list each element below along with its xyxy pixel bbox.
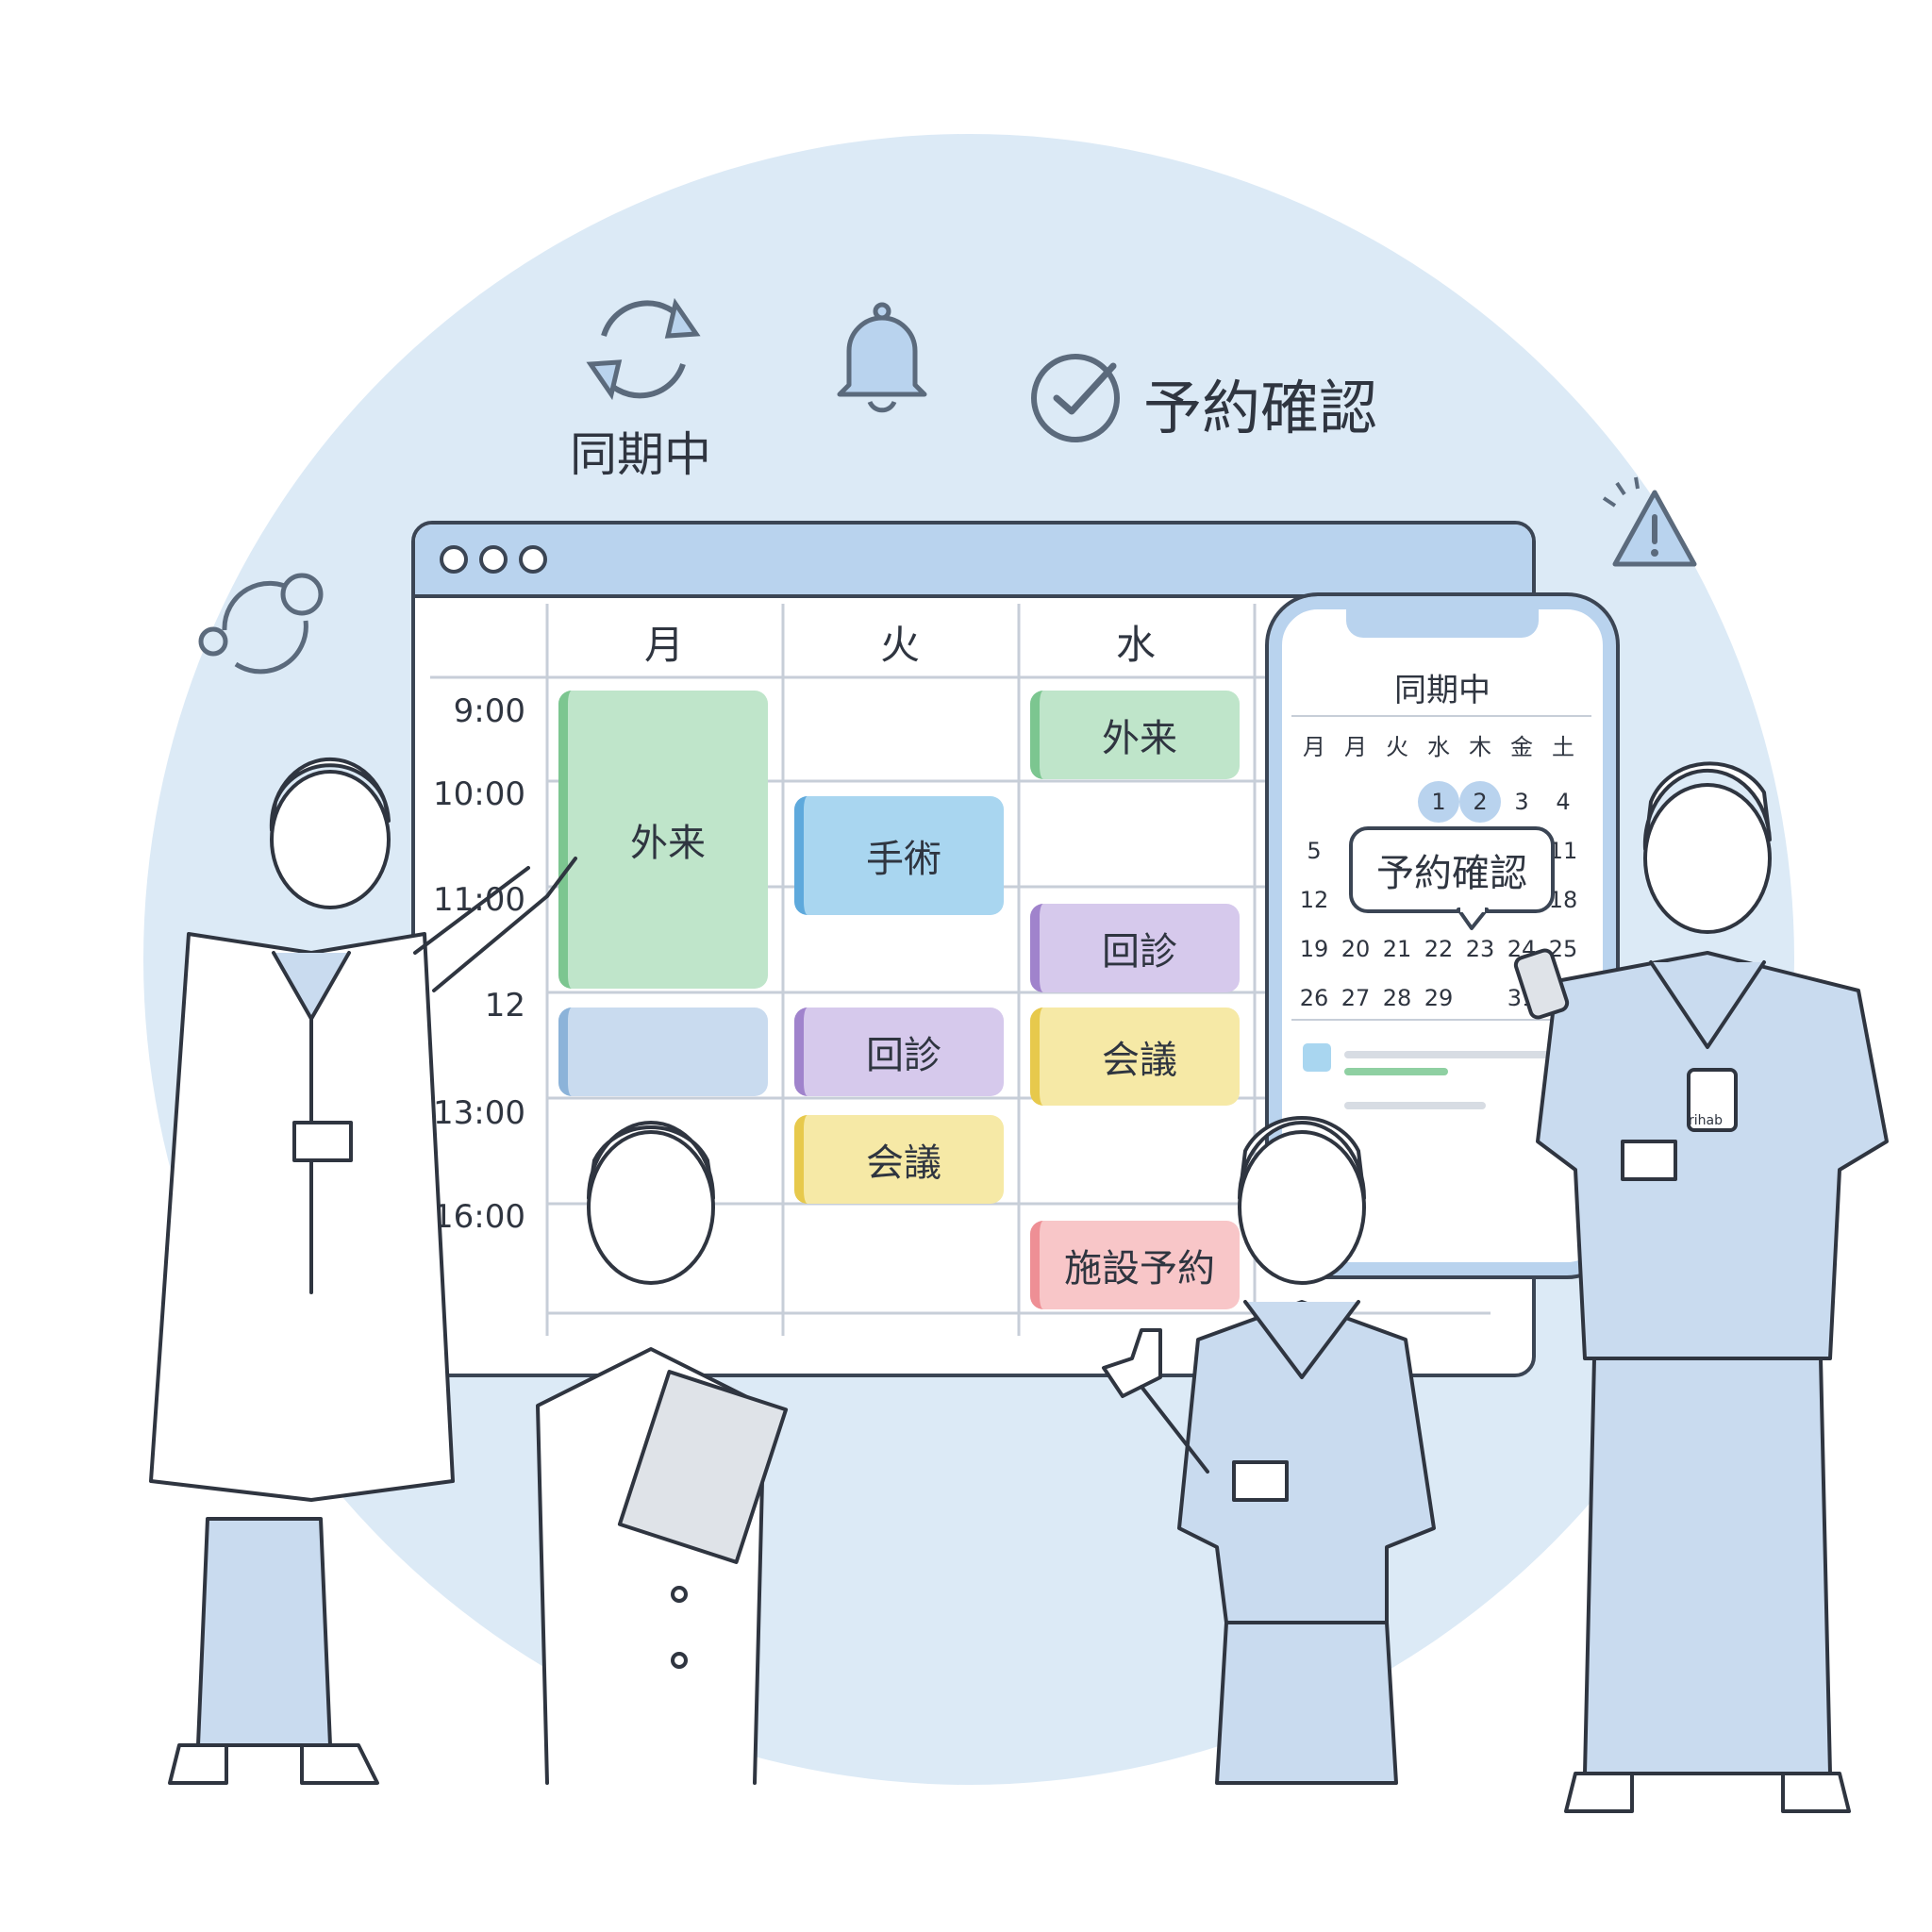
- event-surgery[interactable]: 手術: [794, 796, 1004, 915]
- event-meeting[interactable]: 会議: [1030, 1008, 1240, 1106]
- placeholder-bar: [1344, 1051, 1580, 1058]
- weekday-label: 月: [1303, 734, 1325, 760]
- phone-notch: [1346, 609, 1539, 638]
- weekday-label: 水: [1427, 734, 1450, 760]
- calendar-day[interactable]: 19: [1299, 936, 1329, 962]
- calendar-day[interactable]: 23: [1465, 936, 1495, 962]
- calendar-day[interactable]: 21: [1382, 936, 1412, 962]
- warning-icon: [1602, 476, 1697, 567]
- event-rounds[interactable]: 回診: [1030, 904, 1240, 992]
- calendar-day[interactable]: 20: [1341, 936, 1371, 962]
- time-label: 10:00: [433, 775, 525, 813]
- legend-square: [1303, 1043, 1331, 1072]
- rihab-badge-text: rihab: [1689, 1113, 1723, 1128]
- event-facility-booking[interactable]: 施設予約: [1030, 1221, 1240, 1309]
- calendar-day[interactable]: 2: [1459, 781, 1501, 823]
- calendar-day[interactable]: 26: [1299, 985, 1329, 1011]
- booking-confirm-popup[interactable]: 予約確認: [1349, 826, 1555, 913]
- time-label: 13:00: [433, 1094, 525, 1132]
- day-header-mon: 月: [643, 622, 684, 668]
- popup-tail: [1457, 907, 1489, 930]
- sync-icon: [586, 297, 701, 401]
- nurse-clipboard-illustration: [536, 1121, 789, 1785]
- event-blank[interactable]: [558, 1008, 768, 1096]
- sync-status-label: 同期中: [570, 427, 711, 482]
- weekday-label: 月: [1344, 734, 1367, 760]
- calendar-day[interactable]: 1: [1418, 781, 1459, 823]
- day-header-wed: 水: [1115, 622, 1156, 668]
- event-rounds[interactable]: 回診: [794, 1008, 1004, 1096]
- weekday-label: 金: [1510, 734, 1533, 760]
- calendar-day[interactable]: 28: [1382, 985, 1412, 1011]
- placeholder-bar: [1344, 1068, 1448, 1075]
- placeholder-bar: [1344, 1102, 1486, 1109]
- therapist-phone-illustration: [1513, 761, 1889, 1813]
- time-label: 16:00: [433, 1198, 525, 1236]
- event-meeting[interactable]: 会議: [794, 1115, 1004, 1204]
- phone-sync-title: 同期中: [1394, 672, 1491, 709]
- calendar-day[interactable]: 12: [1299, 887, 1329, 913]
- calendar-day[interactable]: 29: [1424, 985, 1454, 1011]
- nurse-thumbs-up-illustration: [1102, 1116, 1436, 1785]
- time-label: 9:00: [453, 692, 525, 730]
- event-outpatient[interactable]: 外来: [558, 691, 768, 989]
- time-label: 11:00: [433, 881, 525, 919]
- calendar-day[interactable]: 22: [1424, 936, 1454, 962]
- connection-icon: [198, 573, 324, 675]
- calendar-day[interactable]: 27: [1341, 985, 1371, 1011]
- weekday-label: 火: [1386, 734, 1408, 760]
- weekday-label: 土: [1552, 734, 1574, 760]
- doctor-pointing-illustration: [149, 757, 577, 1785]
- divider: [1291, 1019, 1591, 1021]
- check-circle-icon: [1031, 354, 1120, 442]
- window-titlebar: [415, 525, 1532, 598]
- bell-icon: [837, 302, 927, 413]
- calendar-day[interactable]: 5: [1307, 838, 1322, 864]
- window-close-dot[interactable]: [440, 545, 468, 574]
- booking-confirm-label: 予約確認: [1143, 374, 1378, 442]
- divider: [1291, 715, 1591, 717]
- day-header-tue: 火: [879, 622, 920, 668]
- calendar-day[interactable]: 3: [1514, 789, 1529, 815]
- window-maximize-dot[interactable]: [519, 545, 547, 574]
- calendar-day[interactable]: 4: [1556, 789, 1571, 815]
- event-outpatient[interactable]: 外来: [1030, 691, 1240, 779]
- window-minimize-dot[interactable]: [479, 545, 508, 574]
- weekday-label: 木: [1469, 734, 1491, 760]
- time-label: 12: [484, 987, 525, 1024]
